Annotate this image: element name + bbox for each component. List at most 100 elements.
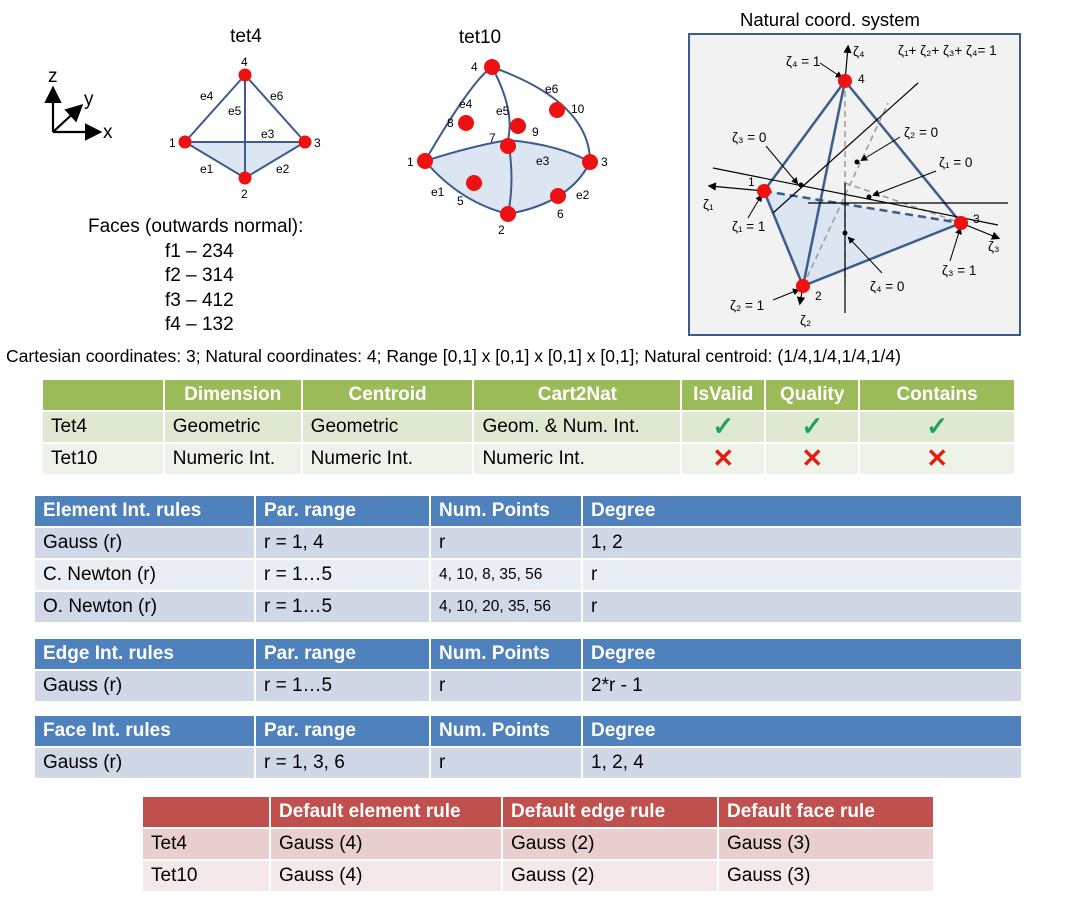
face-item: f4 – 132 [165,314,234,335]
capabilities-header [43,380,163,410]
tet10-edge-label: e3 [536,154,550,168]
tet10-node-label: 8 [447,116,454,130]
tet10-node [458,115,474,131]
natural-title: Natural coord. system [740,9,920,30]
tet4-node [238,68,252,82]
tet10-edge-label: e1 [431,185,445,199]
table-header: Edge Int. rules [35,639,254,669]
natural-label: ζ₂ [800,313,811,328]
table-cell: Gauss (r) [35,528,254,558]
cross-icon: ✕ [926,443,948,473]
x-label: x [103,122,113,143]
tet10-node [549,102,565,118]
tet10-node [550,188,566,204]
tet10-node [484,59,500,75]
tet10-node [466,175,482,191]
tet10-node-label: 1 [407,155,414,169]
tet10-node-label: 4 [471,60,478,74]
capabilities-header: Contains [860,380,1014,410]
tet4-edge-label: e4 [200,89,214,103]
face-item: f3 – 412 [165,289,234,311]
element-rules-header-row: Element Int. rules Par. range Num. Point… [35,496,1021,526]
table-cell: Numeric Int. [164,444,301,474]
tet4-node-label: 1 [169,136,176,150]
natural-label: ζ₃ = 1 [942,263,976,278]
natural-label: ζ₃ = 0 [732,130,766,145]
natural-node [838,74,852,88]
table-cell: r [583,592,1021,622]
capabilities-header: IsValid [682,380,765,410]
natural-node [954,216,968,230]
table-header [143,797,269,827]
table-cell: r = 1…5 [256,592,429,622]
tet10-node-label: 9 [532,125,539,139]
natural-label: ζ₄ = 0 [870,279,904,294]
tet4-edge-label: e2 [276,162,290,176]
natural-label: ζ₃ [988,239,999,254]
table-header: Degree [583,496,1021,526]
table-row: Tet4 Geometric Geometric Geom. & Num. In… [43,412,1014,442]
edge-rules-header-row: Edge Int. rules Par. range Num. Points D… [35,639,1021,669]
natural-node-label: 1 [748,175,755,189]
capabilities-header: Quality [766,380,859,410]
table-row: Gauss (r) r = 1, 3, 6 r 1, 2, 4 [35,748,1021,778]
capabilities-header: Dimension [164,380,301,410]
coordinates-info: Cartesian coordinates: 3; Natural coordi… [6,346,901,366]
edge-rules-table: Edge Int. rules Par. range Num. Points D… [33,637,1023,703]
table-header: Num. Points [431,639,581,669]
check-icon: ✓ [926,411,948,441]
face-item: f1 – 234 [165,240,234,262]
table-row: Gauss (r) r = 1, 4 r 1, 2 [35,528,1021,558]
table-cell: Gauss (r) [35,671,254,701]
tet4-edge-label: e5 [228,104,242,118]
table-cell: Tet10 [143,861,269,891]
table-cell: Geometric [164,412,301,442]
tet10-edge-label: e5 [496,104,510,118]
tet10-title: tet10 [459,27,501,48]
table-cell: O. Newton (r) [35,592,254,622]
natural-label: ζ₁ [703,197,714,212]
table-cell: Gauss (4) [271,829,501,859]
table-cell: Gauss (3) [719,861,933,891]
table-cell: Numeric Int. [474,444,681,474]
table-header: Par. range [256,639,429,669]
tet10-node-label: 2 [498,223,505,237]
table-cell: r = 1…5 [256,671,429,701]
tet4-node-label: 4 [241,55,248,69]
tet10-node [510,118,526,134]
tet10-node-label: 3 [601,155,608,169]
tet4-node [238,171,252,185]
tet4-node [178,135,192,149]
check-icon: ✓ [712,411,735,441]
axes-diagram: z y x [44,66,113,143]
table-cell: Gauss (4) [271,861,501,891]
y-axis [52,104,84,133]
table-cell: r = 1, 3, 6 [256,748,429,778]
natural-coord-diagram: 1 2 3 4 ζ₁+ ζ₂+ ζ₃+ ζ₄= 1 ζ₄ = 1 ζ₄ ζ₃ =… [688,33,1021,336]
natural-label: ζ₁ = 0 [939,155,972,170]
tet4-diagram: tet4 1 2 3 4 e1 e2 e3 e4 e5 e6 [169,26,321,201]
table-header: Num. Points [431,716,581,746]
natural-label: ζ₄ [853,44,864,59]
tet10-node-label: 10 [571,102,585,116]
tet4-title: tet4 [230,26,262,47]
tet10-diagram: tet10 1 2 3 4 5 6 7 8 9 10 e1 e2 e3 e4 e… [407,27,608,237]
table-header: Face Int. rules [35,716,254,746]
tet4-node-label: 3 [314,136,321,150]
natural-node-label: 2 [815,289,822,303]
table-cell: r [431,528,581,558]
table-cell: 1, 2 [583,528,1021,558]
capabilities-table: Dimension Centroid Cart2Nat IsValid Qual… [41,378,1016,476]
table-cell: r [583,560,1021,590]
table-cell: r [431,671,581,701]
table-cell: Numeric Int. [302,444,473,474]
table-cell: r = 1…5 [256,560,429,590]
table-cell: 4, 10, 20, 35, 56 [431,592,581,622]
default-rules-header-row: Default element rule Default edge rule D… [143,797,933,827]
element-rules-table: Element Int. rules Par. range Num. Point… [33,494,1023,624]
table-cell: Gauss (3) [719,829,933,859]
capabilities-header: Cart2Nat [474,380,681,410]
table-cell: r [431,748,581,778]
check-icon: ✓ [801,411,824,441]
tet10-node-label: 7 [489,131,496,145]
